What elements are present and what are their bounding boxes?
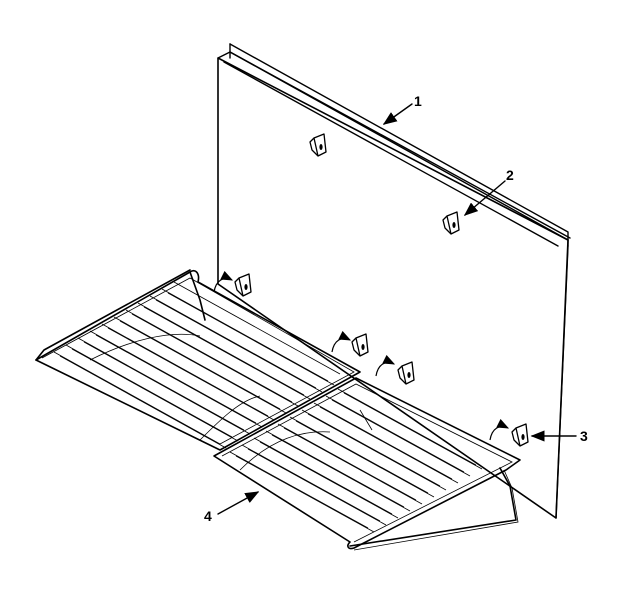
left-wire-shelf <box>35 269 361 451</box>
callout-3: 3 <box>530 428 588 444</box>
back-panel <box>217 43 571 519</box>
right-wire-shelf <box>213 377 521 551</box>
svg-text:4: 4 <box>204 508 212 524</box>
callout-2: 2 <box>463 167 514 216</box>
callout-1: 1 <box>382 93 422 125</box>
svg-text:2: 2 <box>506 167 514 183</box>
svg-text:1: 1 <box>414 93 422 109</box>
svg-text:3: 3 <box>580 428 588 444</box>
callout-4: 4 <box>204 491 260 524</box>
